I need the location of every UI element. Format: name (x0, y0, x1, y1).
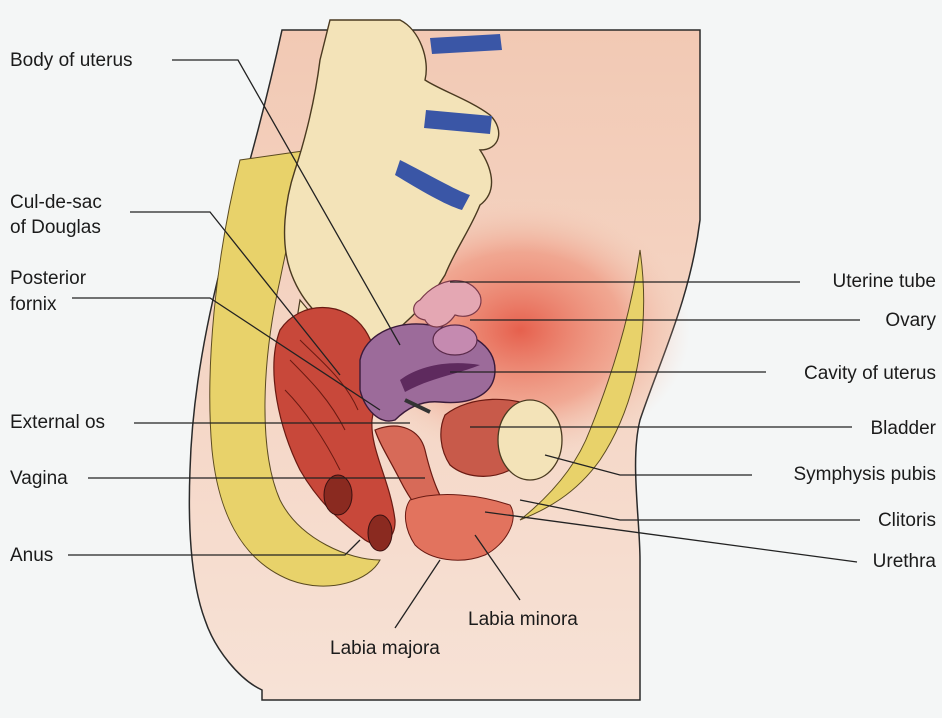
label-posterior-fornix-line2: fornix (10, 294, 56, 316)
label-external-os: External os (10, 412, 105, 434)
label-urethra: Urethra (873, 551, 936, 573)
label-body-of-uterus: Body of uterus (10, 50, 133, 72)
label-cul-de-sac-line2: of Douglas (10, 217, 101, 239)
label-symphysis-pubis: Symphysis pubis (793, 464, 936, 486)
label-cul-de-sac-line1: Cul-de-sac (10, 192, 102, 214)
label-posterior-fornix-line1: Posterior (10, 268, 86, 290)
label-labia-majora: Labia majora (330, 638, 440, 660)
label-ovary: Ovary (885, 310, 936, 332)
symphysis-pubis (498, 400, 562, 480)
ovary (433, 325, 477, 355)
label-anus: Anus (10, 545, 53, 567)
label-labia-minora: Labia minora (468, 609, 578, 631)
anal-opening-2 (368, 515, 392, 551)
label-bladder: Bladder (871, 418, 937, 440)
anal-opening-1 (324, 475, 352, 515)
label-uterine-tube: Uterine tube (832, 271, 936, 293)
label-cavity-of-uterus: Cavity of uterus (804, 363, 936, 385)
label-vagina: Vagina (10, 468, 68, 490)
label-clitoris: Clitoris (878, 510, 936, 532)
